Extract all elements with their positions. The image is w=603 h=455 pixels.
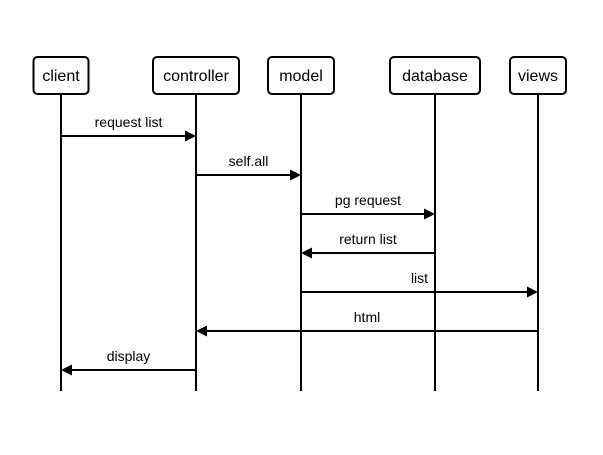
participant-label-model: model [279,68,323,85]
message-label: return list [339,231,397,247]
participant-client: client [32,56,90,95]
message-label: request list [95,114,163,130]
message-views-to-controller: html [196,309,538,337]
arrowhead [61,364,72,376]
participant-controller: controller [152,56,240,95]
message-label: pg request [335,192,401,208]
message-label: html [354,309,380,325]
participant-box-database [389,56,481,95]
arrowhead [527,286,538,298]
participant-views: views [509,56,567,95]
participant-label-views: views [518,68,558,85]
message-model-to-database: pg request [301,192,435,220]
participant-box-views [509,56,567,95]
message-controller-to-client: display [61,348,196,376]
participant-label-client: client [42,68,80,85]
participant-box-client [32,56,90,95]
message-controller-to-model: self.all [196,153,301,181]
participant-box-model [267,56,335,95]
arrowhead [290,169,301,181]
participant-box-controller [152,56,240,95]
participants: client controller model database views [32,56,567,95]
message-label: self.all [229,153,269,169]
participant-label-controller: controller [163,68,229,85]
participant-model: model [267,56,335,95]
message-database-to-model: return list [301,231,435,259]
arrowhead [424,208,435,220]
lifelines [60,94,539,391]
message-label: display [107,348,151,364]
participant-database: database [389,56,481,95]
arrowhead [185,130,196,142]
participant-label-database: database [402,68,468,85]
message-client-to-controller: request list [61,114,196,142]
arrowhead [196,325,207,337]
message-model-to-views: list [301,270,538,298]
message-label: list [411,270,428,286]
arrowhead [301,247,312,259]
messages: request list self.all pg request return lis… [61,114,538,376]
